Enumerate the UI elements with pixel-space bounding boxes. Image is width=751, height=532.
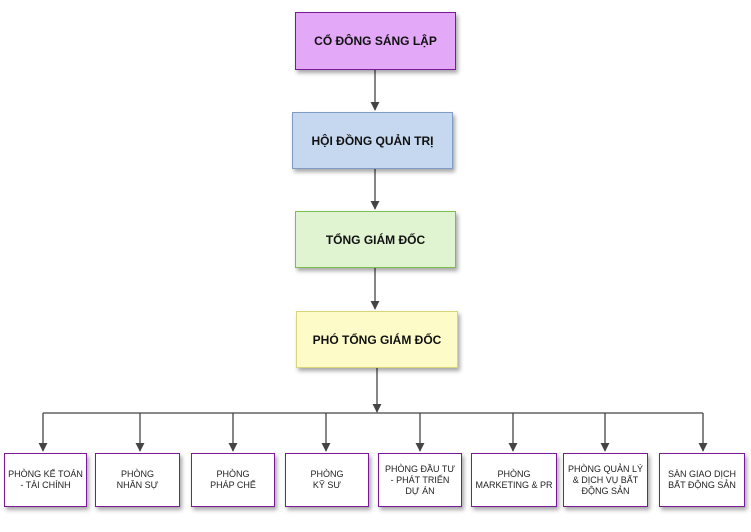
node-ceo: TỔNG GIÁM ĐỐC xyxy=(295,211,456,268)
node-board-of-directors: HỘI ĐỒNG QUẢN TRỊ xyxy=(292,112,453,169)
node-founders-label: CỔ ĐÔNG SÁNG LẬP xyxy=(314,34,437,48)
department-box-1: PHÒNG KẾ TOÁN - TÀI CHÍNH xyxy=(4,453,87,507)
department-label: PHÒNG KẾ TOÁN - TÀI CHÍNH xyxy=(8,469,83,490)
department-label: PHÒNG PHÁP CHẾ xyxy=(210,469,256,490)
department-box-2: PHÒNG NHÂN SỰ xyxy=(95,453,180,507)
department-box-6: PHÒNG MARKETING & PR xyxy=(471,453,557,507)
department-box-3: PHÒNG PHÁP CHẾ xyxy=(191,453,275,507)
node-founders: CỔ ĐÔNG SÁNG LẬP xyxy=(295,12,456,70)
node-ceo-label: TỔNG GIÁM ĐỐC xyxy=(325,232,426,247)
department-label: PHÒNG MARKETING & PR xyxy=(475,469,553,490)
department-box-5: PHÒNG ĐẦU TƯ - PHÁT TRIỂN DỰ ÁN xyxy=(378,453,462,507)
department-box-8: SÀN GIAO DỊCH BẤT ĐỘNG SẢN xyxy=(659,453,745,507)
department-label: PHÒNG KỸ SƯ xyxy=(310,469,344,490)
department-label: PHÒNG ĐẦU TƯ - PHÁT TRIỂN DỰ ÁN xyxy=(384,463,456,496)
department-label: PHÒNG NHÂN SỰ xyxy=(116,469,159,490)
department-box-7: PHÒNG QUẢN LÝ & DỊCH VỤ BẤT ĐỘNG SẢN xyxy=(563,453,648,507)
department-label: SÀN GIAO DỊCH BẤT ĐỘNG SẢN xyxy=(667,469,736,490)
node-board-label: HỘI ĐỒNG QUẢN TRỊ xyxy=(311,133,434,148)
node-deputy-label: PHÓ TỔNG GIÁM ĐỐC xyxy=(312,332,442,347)
department-box-4: PHÒNG KỸ SƯ xyxy=(285,453,369,507)
department-label: PHÒNG QUẢN LÝ & DỊCH VỤ BẤT ĐỘNG SẢN xyxy=(567,463,643,496)
node-deputy-ceo: PHÓ TỔNG GIÁM ĐỐC xyxy=(296,311,458,368)
